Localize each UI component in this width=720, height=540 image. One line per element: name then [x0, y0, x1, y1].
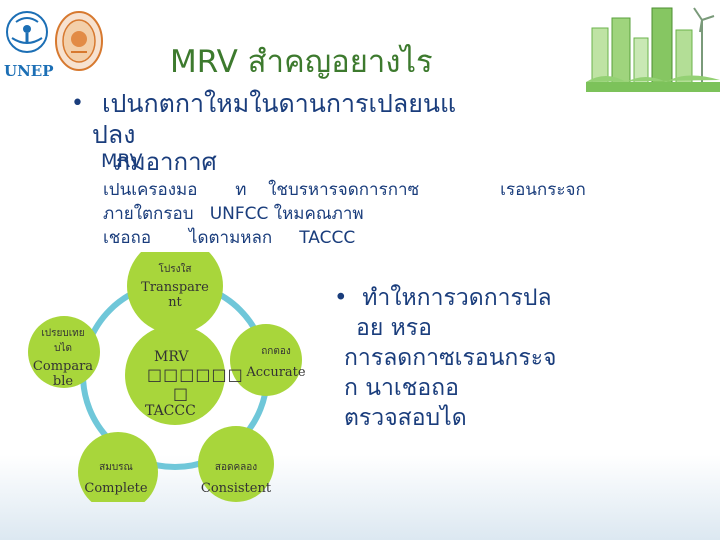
- seal-logo: [54, 10, 104, 76]
- desc-line3: เชอถอ ไดตามหลก TACCC: [103, 228, 356, 248]
- bullet-dot-2: •: [334, 285, 363, 311]
- complete-circle: [78, 432, 158, 502]
- consistent-circle: [198, 426, 274, 502]
- mrv-description: เปนเครองมอ ท ใชบรหารจดการกาซ เรอนกระจกภา…: [103, 178, 586, 250]
- bullet-rule: • เปนกตกาใหมในดานการเปลยนแ ปลง: [71, 88, 592, 150]
- transparent-circle: [127, 252, 223, 334]
- accurate-en: Accurate: [246, 365, 306, 380]
- accurate-circle: [230, 324, 302, 396]
- page-title: MRV สำคญอยางไร: [170, 44, 433, 80]
- comparable-circle: [28, 316, 100, 388]
- accurate-th: ถกตอง: [261, 346, 291, 357]
- unep-label: UNEP: [4, 62, 54, 80]
- green-city-illustration: [586, 0, 720, 96]
- mrv-overlap-b: ภมอากาศ: [114, 148, 217, 176]
- benefit-line2: อย หรอ: [356, 315, 432, 341]
- transparent-en-2: nt: [168, 295, 182, 310]
- taccc-cycle-diagram: [28, 252, 302, 502]
- comparable-th-2: บได: [54, 343, 72, 354]
- transparent-label: โปรงใส Transpare nt: [130, 262, 220, 310]
- comparable-en-2: ble: [52, 374, 74, 389]
- desc-line2: ภายใตกรอบ UNFCC ใหมคณภาพ: [103, 204, 364, 224]
- consistent-label: สอดคลอง Consistent: [196, 460, 276, 496]
- center-box: □: [173, 384, 189, 403]
- center-circle: [125, 325, 225, 425]
- center-label: MRV □□□□□□ □ TACCC: [140, 349, 250, 419]
- consistent-en: Consistent: [200, 481, 272, 496]
- accurate-label: ถกตอง Accurate: [236, 344, 316, 380]
- comparable-label: เปรยบเทย บได Compara ble: [30, 326, 96, 389]
- comparable-en-1: Compara: [32, 359, 94, 374]
- benefit-line4: ก นาเชอถอ: [344, 375, 459, 401]
- bullet-benefit: • ทำใหการวดการปล อย หรอ การลดกาซเรอนกระจ…: [334, 283, 674, 433]
- complete-th: สมบรณ: [99, 462, 133, 473]
- benefit-line1-text: ทำใหการวดการปล: [362, 285, 552, 311]
- transparent-en-1: Transpare: [141, 280, 209, 295]
- mrv-overlap-a: MRV: [101, 150, 143, 172]
- benefit-line1: • ทำใหการวดการปล: [334, 283, 674, 313]
- benefit-line5: ตรวจสอบได: [344, 405, 467, 431]
- unep-logo: UNEP: [4, 8, 54, 80]
- consistent-th: สอดคลอง: [214, 462, 258, 473]
- center-boxes: □□□□□□: [147, 365, 244, 384]
- comparable-th-1: เปรยบเทย: [41, 328, 85, 339]
- bullet-dot: •: [71, 91, 84, 116]
- desc-line1: เปนเครองมอ ท ใชบรหารจดการกาซ เรอนกระจก: [103, 180, 586, 200]
- center-taccc: TACCC: [145, 403, 196, 419]
- benefit-line3: การลดกาซเรอนกระจ: [344, 345, 557, 371]
- center-mrv: MRV: [154, 349, 189, 365]
- complete-en: Complete: [84, 481, 148, 496]
- bullet-rule-line1: เปนกตกาใหมในดานการเปลยนแ: [102, 89, 457, 118]
- bullet-rule-line2: ปลง: [92, 120, 136, 149]
- complete-label: สมบรณ Complete: [76, 460, 156, 496]
- transparent-th: โปรงใส: [158, 264, 192, 275]
